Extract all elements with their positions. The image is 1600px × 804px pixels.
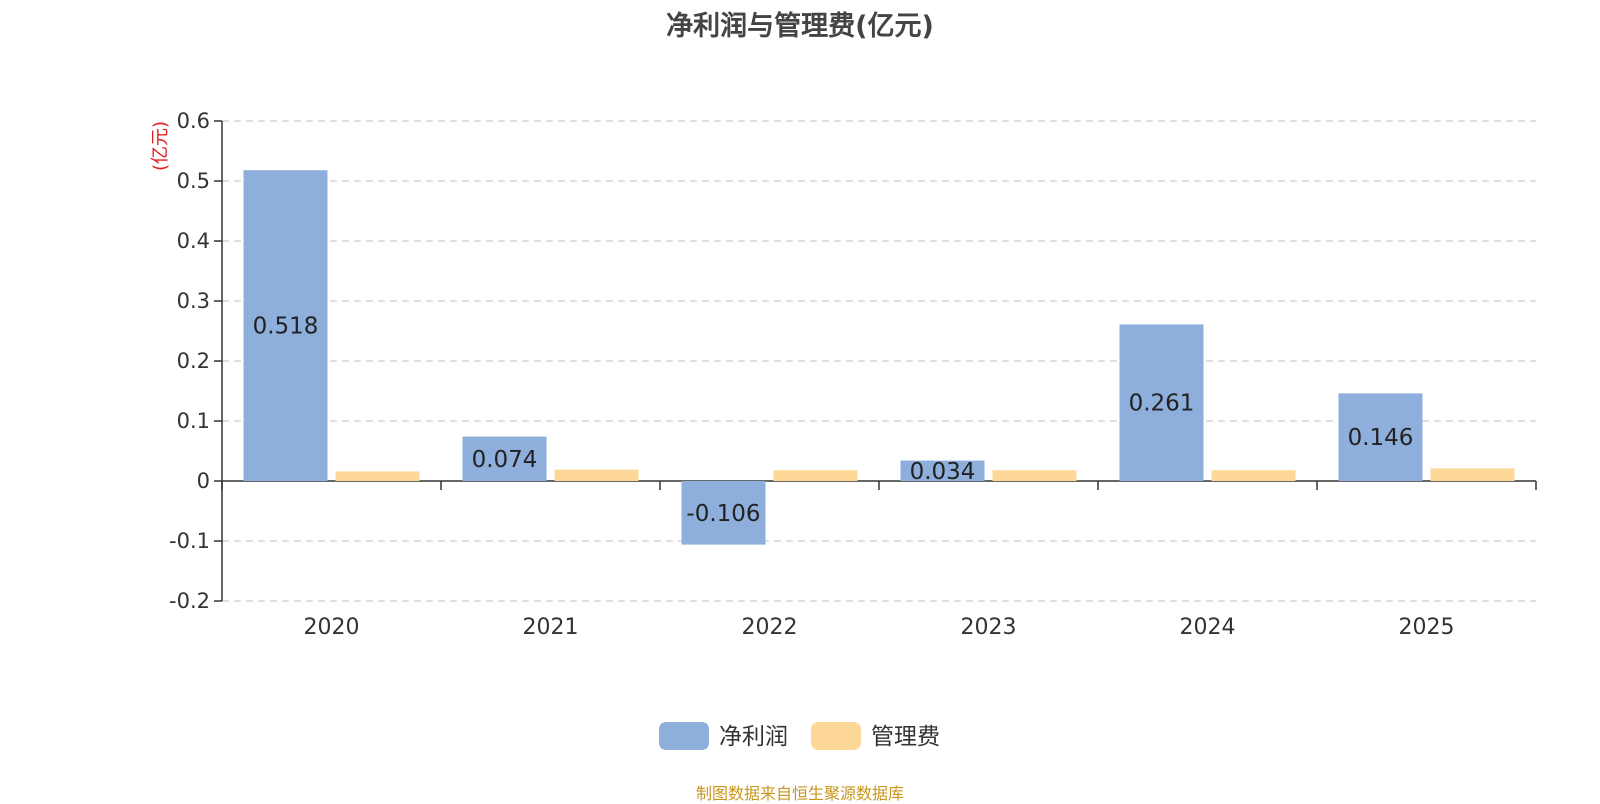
- grid-lines: [222, 120, 1536, 602]
- y-tick-label: -0.2: [169, 589, 210, 613]
- legend-swatch: [659, 722, 709, 750]
- bars: [243, 170, 1515, 545]
- legend-item-admin-expense[interactable]: 管理费: [811, 722, 940, 750]
- data-labels: 0.518 0.074 -0.106 0.034 0.261 0.146: [253, 314, 1414, 527]
- bar-admin-expense: [1430, 468, 1515, 481]
- legend-label: 管理费: [871, 724, 940, 750]
- y-tick-label: 0.6: [177, 109, 210, 133]
- y-axis-label: (亿元): [150, 121, 171, 171]
- bar-net-profit: [243, 170, 328, 481]
- bar-net-profit: [462, 436, 547, 481]
- bar-net-profit: [1338, 393, 1423, 481]
- y-tick-label: 0.1: [177, 409, 210, 433]
- data-label: 0.146: [1348, 425, 1414, 451]
- data-label: 0.261: [1129, 391, 1195, 417]
- bar-net-profit: [900, 460, 985, 481]
- bar-net-profit: [681, 481, 766, 545]
- bar-admin-expense: [1211, 470, 1296, 481]
- x-tick-label: 2021: [523, 615, 579, 640]
- legend-swatch: [811, 722, 861, 750]
- source-note: 制图数据来自恒生聚源数据库: [695, 784, 904, 803]
- axes: 0.6 0.5 0.4 0.3 0.2 0.1 0 -0.1 -0.2 (亿元) 2020 2021 2…: [150, 109, 1537, 640]
- data-label: 0.034: [910, 459, 976, 485]
- legend[interactable]: 净利润 管理费: [659, 722, 940, 750]
- bar-admin-expense: [554, 469, 639, 481]
- legend-item-net-profit[interactable]: 净利润: [659, 722, 788, 750]
- bar-admin-expense: [992, 470, 1077, 481]
- legend-label: 净利润: [719, 724, 788, 750]
- bar-admin-expense: [335, 471, 420, 481]
- y-tick-label: 0.2: [177, 349, 210, 373]
- data-label: 0.074: [472, 447, 538, 473]
- y-tick-label: -0.1: [169, 529, 210, 553]
- y-tick-label: 0.5: [177, 169, 210, 193]
- y-tick-label: 0.3: [177, 289, 210, 313]
- x-tick-label: 2022: [742, 615, 798, 640]
- data-label: 0.518: [253, 314, 319, 340]
- y-tick-label: 0.4: [177, 229, 210, 253]
- bar-admin-expense: [773, 470, 858, 481]
- bar-net-profit: [1119, 324, 1204, 481]
- x-tick-label: 2023: [961, 615, 1017, 640]
- x-tick-label: 2025: [1399, 615, 1455, 640]
- x-tick-label: 2024: [1180, 615, 1236, 640]
- x-tick-label: 2020: [304, 615, 360, 640]
- chart-title: 净利润与管理费(亿元): [666, 11, 934, 42]
- data-label: -0.106: [686, 501, 760, 527]
- y-tick-label: 0: [197, 469, 210, 493]
